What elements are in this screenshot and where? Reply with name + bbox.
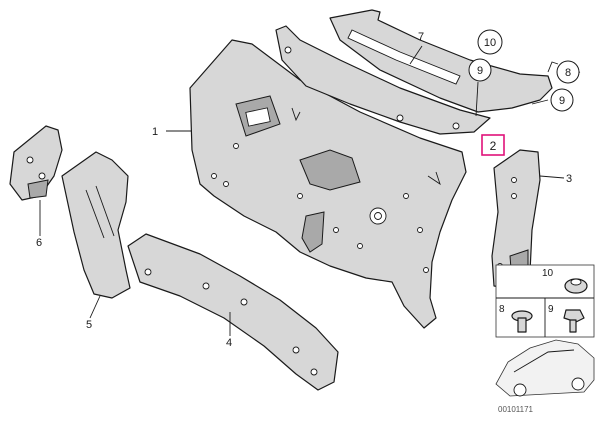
vehicle-thumbnail <box>495 339 595 397</box>
callout-part-7: 7 <box>418 31 424 43</box>
ref-circle-10[interactable]: 10 <box>477 29 503 55</box>
legend-label-9: 9 <box>548 304 554 315</box>
legend-label-8: 8 <box>499 304 505 315</box>
callout-part-4: 4 <box>226 337 232 349</box>
part-upper-cowl-bar[interactable] <box>275 9 559 135</box>
svg-text:10: 10 <box>484 37 496 49</box>
fastener-legend: 10 8 9 <box>495 264 595 338</box>
svg-text:9: 9 <box>477 65 483 77</box>
part-pillar-reinforcement[interactable] <box>61 151 131 299</box>
bolt-icon <box>563 309 585 333</box>
highlighted-part-2[interactable]: 2 <box>481 134 505 156</box>
ref-circle-8[interactable]: 8 <box>556 60 580 84</box>
part-left-bracket[interactable] <box>9 125 63 201</box>
callout-part-3: 3 <box>566 173 572 185</box>
part-lower-member[interactable] <box>127 233 339 391</box>
callout-part-5: 5 <box>86 319 92 331</box>
callout-part-6: 6 <box>36 237 42 249</box>
catalog-id: 00101171 <box>498 405 534 414</box>
callout-part-1: 1 <box>152 126 158 138</box>
ref-circle-9-right[interactable]: 9 <box>550 88 574 112</box>
ref-circle-9-top[interactable]: 9 <box>468 58 492 82</box>
svg-text:2: 2 <box>490 139 497 153</box>
svg-text:9: 9 <box>559 95 565 107</box>
legend-label-10: 10 <box>542 268 554 279</box>
screw-icon <box>511 310 533 333</box>
nut-icon <box>564 278 588 294</box>
svg-text:8: 8 <box>565 67 571 79</box>
part-bulkhead-panel[interactable] <box>189 39 467 329</box>
